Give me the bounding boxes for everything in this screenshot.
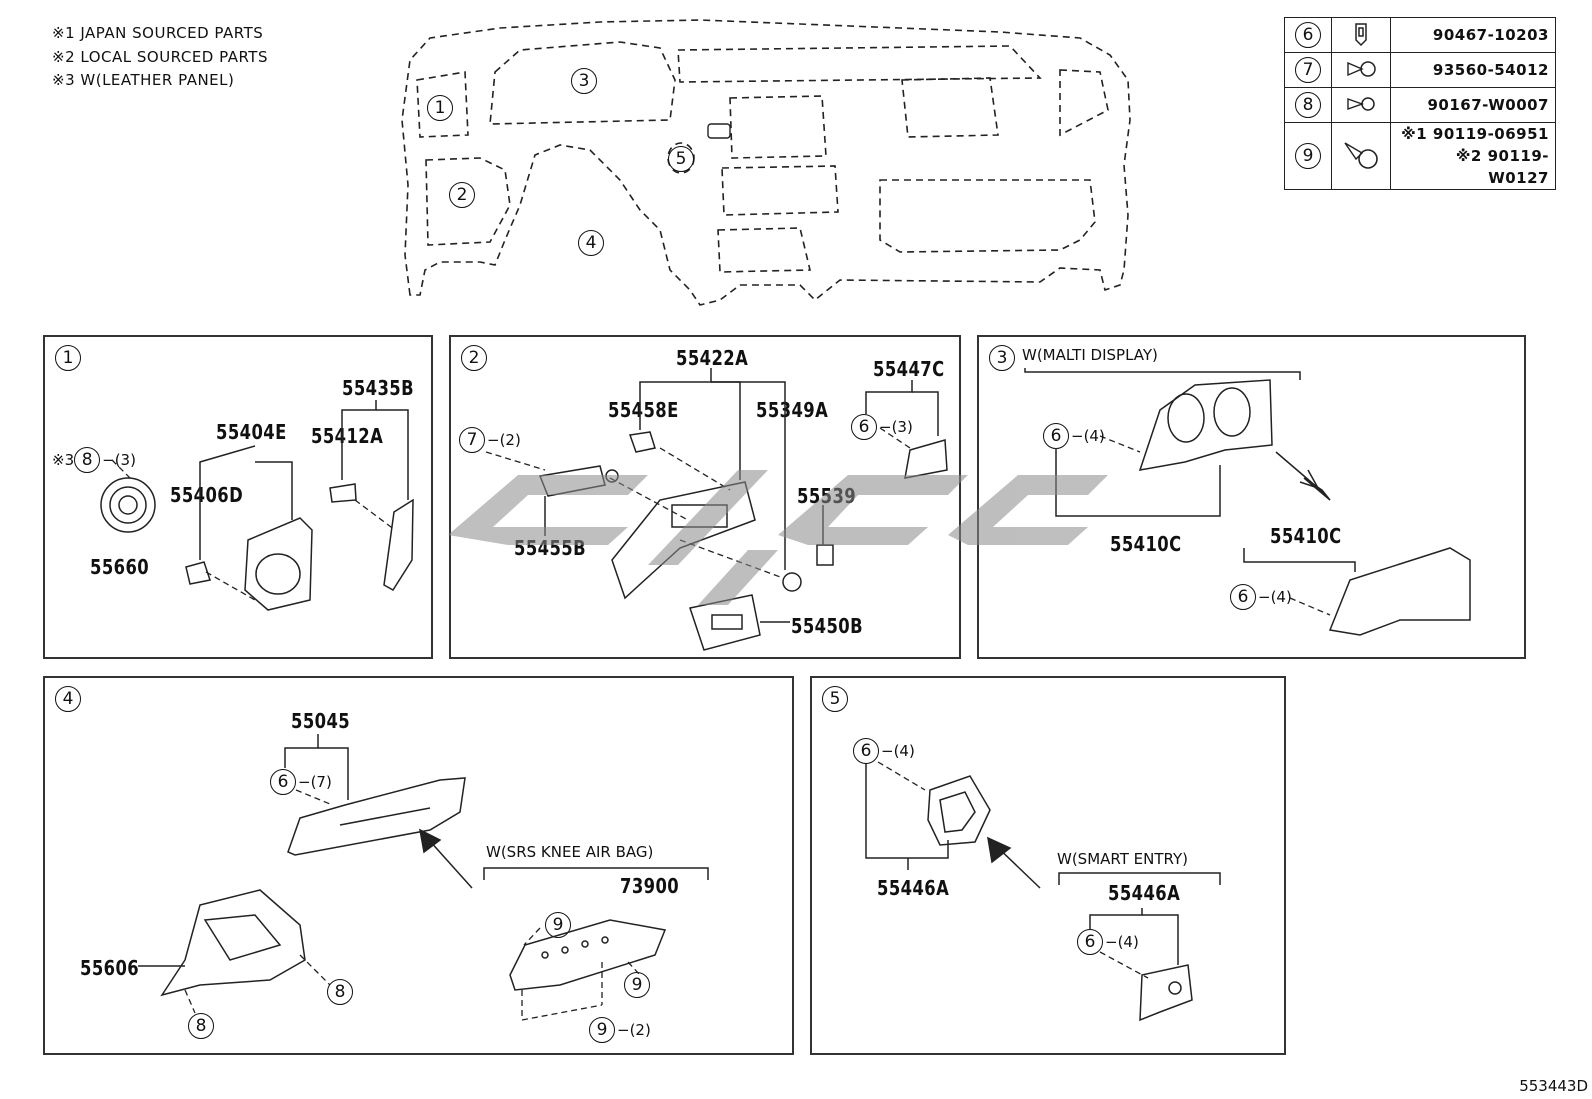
dashboard-overview <box>401 19 1131 306</box>
callout-fastener-6: 6 −(3) <box>851 414 913 440</box>
callout-fastener-9: 9 −(2) <box>589 1017 651 1043</box>
bolt-icon <box>1344 142 1378 169</box>
fastener-part-number: 90167-W0007 <box>1390 87 1556 123</box>
fastener-ref: 7 <box>1295 57 1321 83</box>
part-label-55045: 55045 <box>291 709 351 733</box>
panel-5: 5 <box>810 676 1286 1055</box>
part-label-55404E: 55404E <box>216 420 287 444</box>
part-label-55606: 55606 <box>80 956 140 980</box>
callout-fastener-8: ※3 8 −(3) <box>52 447 136 473</box>
overview-label-4: 4 <box>578 230 604 256</box>
part-label-55446A: 55446A <box>1108 881 1181 905</box>
panel-number: 3 <box>989 345 1015 371</box>
note-japan-sourced: ※1 JAPAN SOURCED PARTS <box>52 24 264 42</box>
panel-1: 1 <box>43 335 433 659</box>
callout-fastener-6: 6 −(4) <box>853 738 915 764</box>
fastener-row: 9 ※1 90119-06951 ※2 90119-W0127 <box>1284 122 1556 190</box>
fastener-row: 8 90167-W0007 <box>1284 87 1556 123</box>
panel-number: 5 <box>822 686 848 712</box>
screw-icon <box>1347 61 1376 77</box>
fastener-ref-circle: 9 <box>545 912 571 938</box>
condition-label: W(SRS KNEE AIR BAG) <box>486 843 654 861</box>
callout-fastener-6: 6 −(4) <box>1230 584 1292 610</box>
fastener-qty: −(3) <box>102 451 136 469</box>
part-label-55435B: 55435B <box>342 376 415 400</box>
fastener-row: 7 93560-54012 <box>1284 52 1556 88</box>
part-label-55410C: 55410C <box>1110 532 1182 556</box>
panel-4: 4 <box>43 676 794 1055</box>
overview-label-5: 5 <box>668 146 694 172</box>
part-label-55422A: 55422A <box>676 346 749 370</box>
panel-number: 4 <box>55 686 81 712</box>
part-label-55660: 55660 <box>90 555 150 579</box>
fastener-ref-circle: 8 <box>327 979 353 1005</box>
fastener-ref-circle: 8 <box>74 447 101 473</box>
watermark-logo <box>448 470 1108 605</box>
part-label-55458E: 55458E <box>608 398 679 422</box>
fastener-ref-circle: 6 <box>853 738 879 764</box>
panel-number: 2 <box>461 345 487 371</box>
overview-label-1: 1 <box>427 95 453 121</box>
fastener-qty: −(4) <box>1258 588 1292 606</box>
part-label-73900: 73900 <box>620 874 680 898</box>
panel-number: 1 <box>55 345 81 371</box>
callout-fastener-8: 8 <box>188 1013 214 1039</box>
document-id: 553443D <box>1519 1077 1588 1095</box>
fastener-ref-circle: 6 <box>1230 584 1256 610</box>
callout-fastener-6: 6 −(4) <box>1077 929 1139 955</box>
fastener-ref-circle: 6 <box>851 414 877 440</box>
fastener-ref-circle: 9 <box>589 1017 615 1043</box>
fastener-qty: −(7) <box>298 773 332 791</box>
part-label-55412A: 55412A <box>311 424 384 448</box>
condition-label: W(MALTI DISPLAY) <box>1022 346 1158 364</box>
part-label-55447C: 55447C <box>873 357 945 381</box>
note-leather-panel: ※3 W(LEATHER PANEL) <box>52 71 235 89</box>
fastener-ref: 9 <box>1295 143 1321 169</box>
note-local-sourced: ※2 LOCAL SOURCED PARTS <box>52 48 268 66</box>
screw-icon <box>1347 97 1375 111</box>
fastener-ref: 8 <box>1295 92 1321 118</box>
fastener-ref-circle: 6 <box>270 769 296 795</box>
part-label-55406D: 55406D <box>170 483 244 507</box>
fastener-part-number: 90467-10203 <box>1390 17 1556 53</box>
part-label-55410C: 55410C <box>1270 524 1342 548</box>
fastener-ref-circle: 7 <box>459 427 485 453</box>
panel-3: 3 <box>977 335 1526 659</box>
fastener-qty: −(4) <box>1071 427 1105 445</box>
fastener-qty: −(4) <box>881 742 915 760</box>
part-label-55446A: 55446A <box>877 876 950 900</box>
part-label-55450B: 55450B <box>791 614 864 638</box>
clip-icon <box>1355 23 1367 47</box>
callout-fastener-9: 9 <box>545 912 571 938</box>
fastener-ref-circle: 8 <box>188 1013 214 1039</box>
fastener-qty: −(4) <box>1105 933 1139 951</box>
callout-fastener-7: 7 −(2) <box>459 427 521 453</box>
callout-fastener-8: 8 <box>327 979 353 1005</box>
fastener-qty: −(2) <box>617 1021 651 1039</box>
fastener-row: 6 90467-10203 <box>1284 17 1556 53</box>
fastener-qty: −(2) <box>487 431 521 449</box>
overview-label-2: 2 <box>449 182 475 208</box>
fastener-part-number: ※1 90119-06951 <box>1401 125 1549 143</box>
fastener-part-number: ※2 90119-W0127 <box>1455 147 1549 187</box>
overview-label-3: 3 <box>571 68 597 94</box>
fastener-qty: −(3) <box>879 418 913 436</box>
callout-fastener-6: 6 −(7) <box>270 769 332 795</box>
panel-2: 2 <box>449 335 961 659</box>
fastener-ref-circle: 6 <box>1077 929 1103 955</box>
part-label-55349A: 55349A <box>756 398 829 422</box>
fastener-table: 6 90467-10203 7 93560-54012 8 90167-W000… <box>1284 17 1556 190</box>
fastener-part-number: 93560-54012 <box>1390 52 1556 88</box>
note-marker: ※3 <box>52 451 75 469</box>
condition-label: W(SMART ENTRY) <box>1057 850 1189 868</box>
fastener-ref: 6 <box>1295 22 1321 48</box>
